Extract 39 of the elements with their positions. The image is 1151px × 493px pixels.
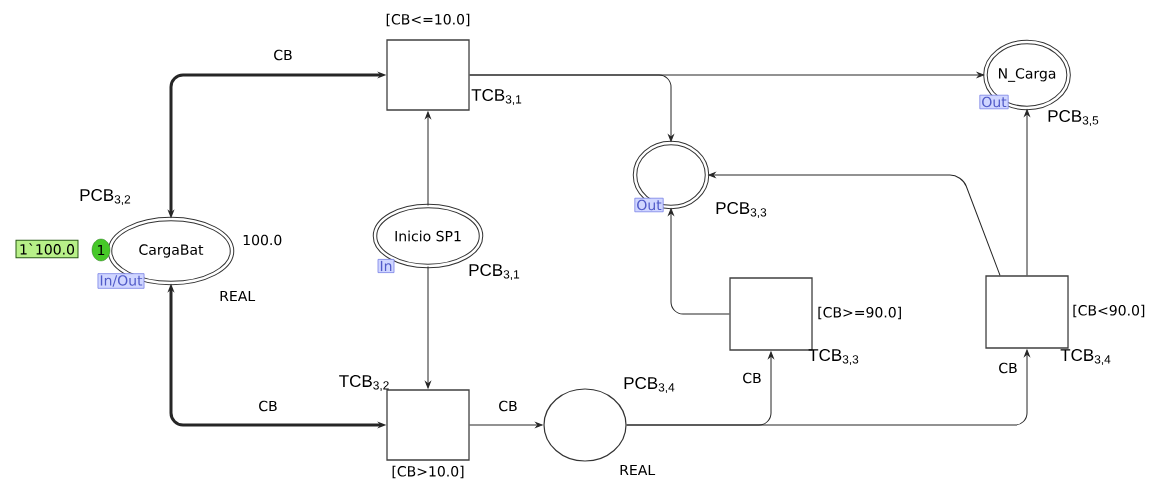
type-label: REAL xyxy=(220,290,256,302)
port-tag: Out xyxy=(634,197,664,213)
arc-label: CB xyxy=(497,399,519,413)
arc-arrow xyxy=(626,349,1030,426)
arc-arrow xyxy=(425,111,431,206)
guard-label: [CB>10.0] xyxy=(392,465,464,479)
guard-label: [CB<90.0] xyxy=(1073,304,1145,318)
place-name-label: TCB$_{3,4}$ xyxy=(1060,349,1111,365)
type-label: 100.0 xyxy=(243,234,282,246)
place-ellipse xyxy=(543,388,627,462)
marking-box: 1`100.0 xyxy=(15,239,79,259)
port-tag: In/Out xyxy=(97,273,145,289)
port-tag: In xyxy=(377,259,395,273)
arc-arrow xyxy=(668,208,730,315)
transition-box xyxy=(729,277,813,351)
transition-box xyxy=(386,39,470,111)
place-name-label: PCB$_{3,4}$ xyxy=(624,377,675,393)
type-label: REAL xyxy=(620,464,656,476)
arc-arrow xyxy=(1024,109,1030,276)
arc-label: CB xyxy=(257,399,279,413)
place-name-label: TCB$_{3,2}$ xyxy=(339,375,389,391)
port-tag: Out xyxy=(979,94,1009,110)
guard-label: [CB<=10.0] xyxy=(386,13,470,27)
transition-box xyxy=(985,275,1069,349)
guard-label: [CB>=90.0] xyxy=(818,306,901,320)
arc-arrow xyxy=(425,266,431,389)
arc-arrow xyxy=(469,74,674,142)
place-name-label: PCB$_{3,3}$ xyxy=(716,202,767,218)
place-ellipse xyxy=(632,140,710,210)
place-name-label: PCB$_{3,5}$ xyxy=(1048,110,1099,126)
arc-label: CB xyxy=(272,48,294,62)
place-name-label: TCB$_{3,3}$ xyxy=(808,349,859,365)
transition-box xyxy=(386,389,470,461)
place-name-label: TCB$_{3,1}$ xyxy=(471,89,522,105)
arc-arrow xyxy=(469,422,543,428)
arc-label: CB xyxy=(741,371,763,385)
place-name-label: PCB$_{3,2}$ xyxy=(80,189,131,205)
arc-label: CB xyxy=(997,361,1019,375)
arc-arrow xyxy=(708,172,1001,276)
